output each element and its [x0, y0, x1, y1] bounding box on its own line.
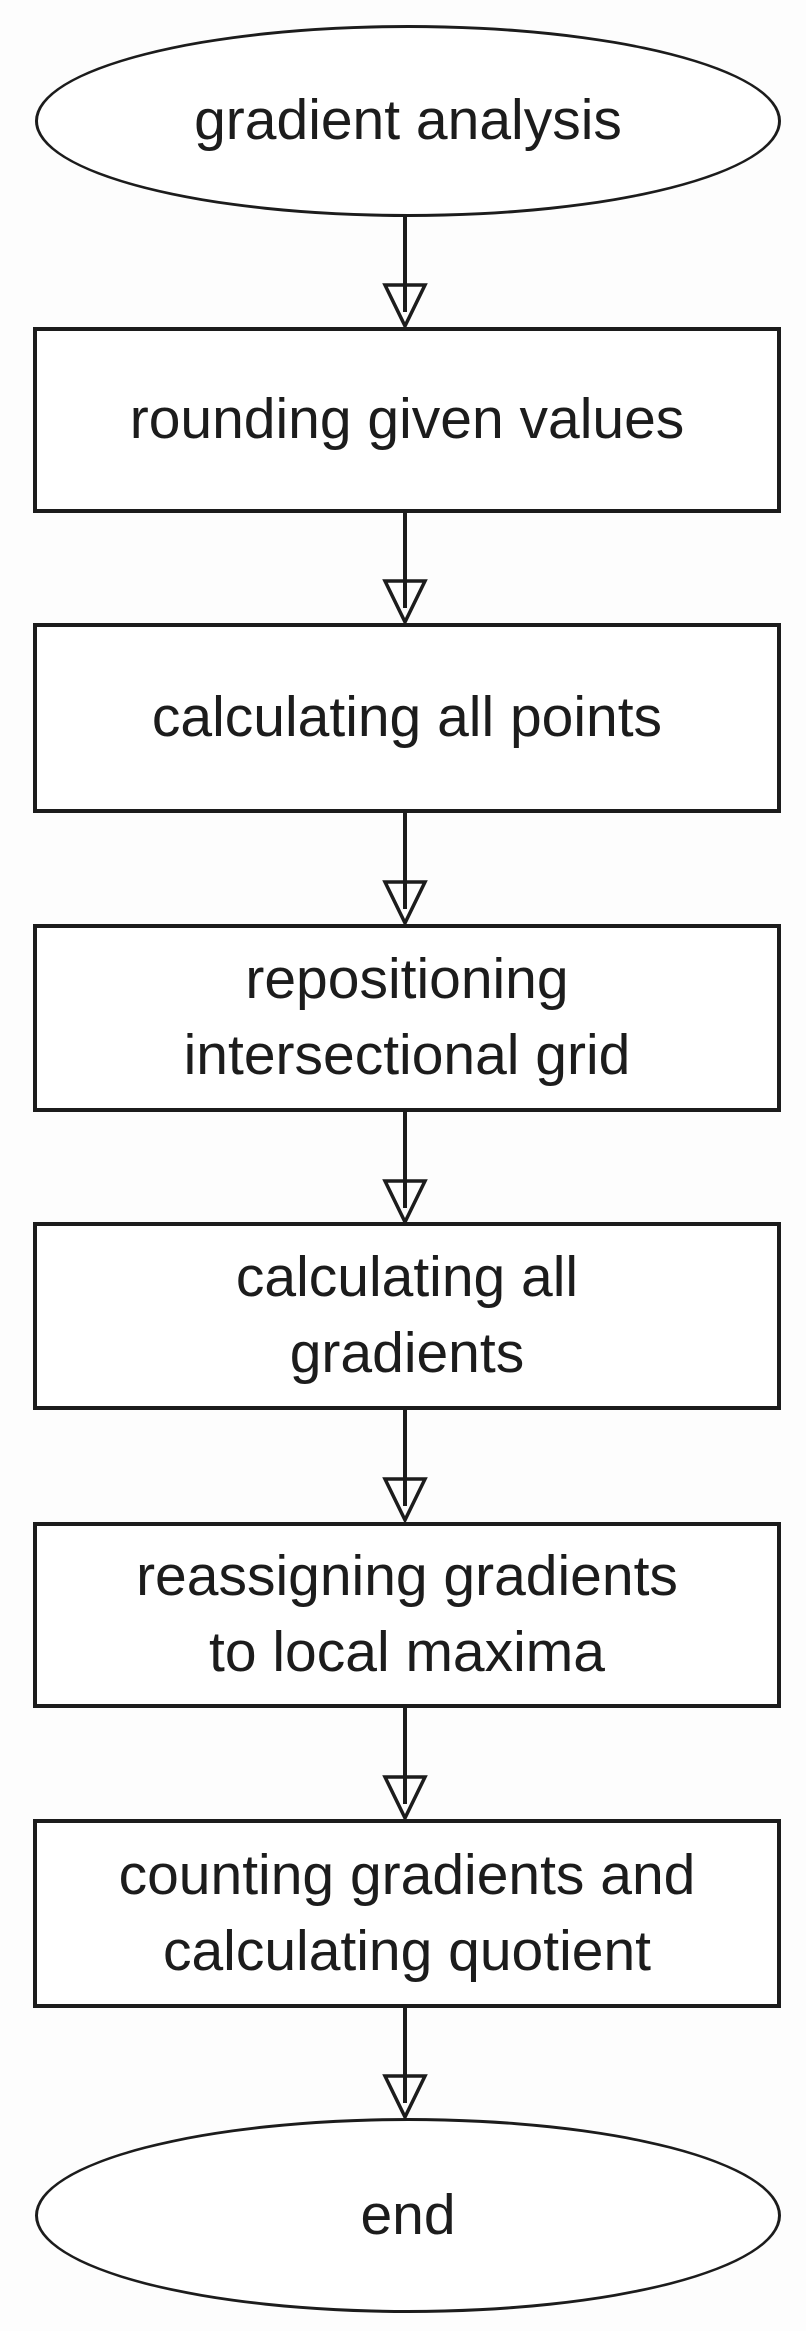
flowchart-node-grid: repositioning intersectional grid — [33, 924, 781, 1112]
flow-arrow-3 — [382, 812, 428, 925]
flowchart-node-quotient: counting gradients and calculating quoti… — [33, 1819, 781, 2008]
node-label-gradients: calculating all gradients — [235, 1245, 579, 1385]
node-label-grid: repositioning intersectional grid — [183, 947, 631, 1087]
node-label-maxima: reassigning gradients to local maxima — [136, 1544, 678, 1684]
flowchart-node-start: gradient analysis — [35, 25, 781, 217]
node-label-quotient: counting gradients and calculating quoti… — [118, 1842, 696, 1983]
flowchart-node-gradients: calculating all gradients — [33, 1222, 781, 1410]
flow-arrow-2 — [382, 511, 428, 624]
flow-arrow-5 — [382, 1409, 428, 1522]
flow-arrow-1 — [382, 215, 428, 328]
flowchart-node-rounding: rounding given values — [33, 327, 781, 513]
flowchart-node-points: calculating all points — [33, 623, 781, 813]
flow-arrow-6 — [382, 1707, 428, 1820]
node-label-points: calculating all points — [151, 685, 663, 750]
flowchart-node-maxima: reassigning gradients to local maxima — [33, 1522, 781, 1708]
flow-arrow-4 — [382, 1111, 428, 1224]
node-label-start: gradient analysis — [194, 88, 622, 153]
flowchart-node-end: end — [35, 2118, 781, 2313]
node-label-rounding: rounding given values — [129, 387, 685, 452]
node-label-end: end — [360, 2182, 456, 2247]
flow-arrow-7 — [382, 2006, 428, 2119]
